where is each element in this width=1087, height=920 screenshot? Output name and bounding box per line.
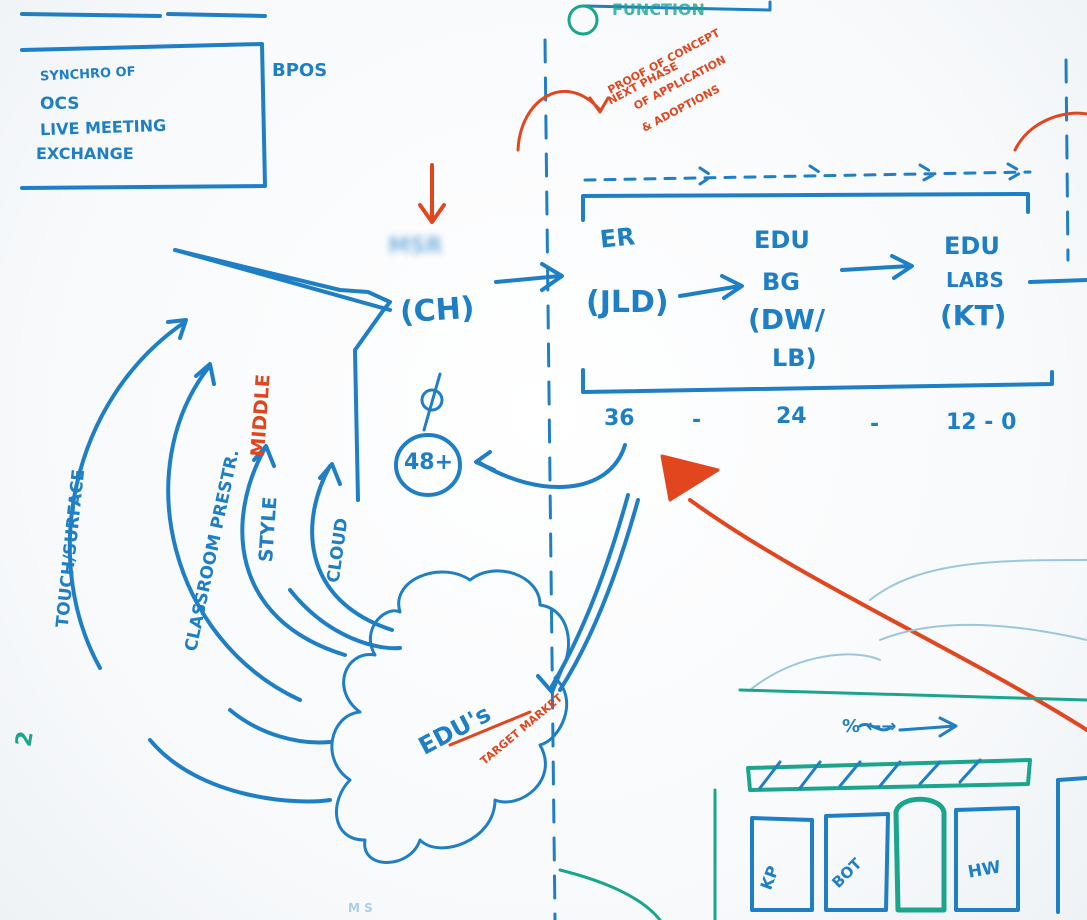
arc-classroom <box>166 362 302 702</box>
sketch-col-2 <box>824 812 890 912</box>
pipeline-2-mid: BG <box>762 268 800 296</box>
pipeline-bracket-top <box>581 192 1030 222</box>
top-left-box <box>20 12 267 18</box>
notes-side-label: BPOS <box>272 60 328 81</box>
arrow-labs-out <box>1028 278 1087 284</box>
sketch-frame <box>713 688 1087 920</box>
arrow-edu-bg-to-labs <box>840 254 914 280</box>
timeline-12-0: 12 - 0 <box>946 410 1017 435</box>
timeline-24: 24 <box>776 404 807 429</box>
sketch-col-5 <box>1056 776 1087 914</box>
arc-style <box>240 444 347 657</box>
arrow-timeline-to-circle <box>474 443 627 490</box>
red-triangle <box>660 454 720 502</box>
red-down-arrow <box>418 163 446 224</box>
phi-mark <box>420 372 444 432</box>
sketch-col-1 <box>750 816 814 912</box>
pipeline-2-code: (DW/ <box>748 303 826 336</box>
sketch-col-4 <box>954 806 1020 912</box>
pipeline-bracket-bottom <box>581 368 1054 394</box>
red-arc-left <box>516 90 610 152</box>
arc-inner <box>288 588 402 651</box>
cloud-underline <box>448 710 532 747</box>
count-label: 48+ <box>404 450 454 475</box>
header-circle-icon <box>567 4 599 36</box>
pipeline-3-mid: LABS <box>946 268 1004 292</box>
source-node-name: MSR <box>388 234 443 259</box>
notes-line-4: EXCHANGE <box>36 144 134 163</box>
arc-lower-2 <box>228 708 332 745</box>
label-style: STYLE <box>254 496 282 563</box>
sketch-top-bar-hatch <box>758 758 982 790</box>
dashed-flow-arrow <box>583 162 1032 186</box>
sketch-col-3 <box>893 796 947 913</box>
timeline-dash-2: - <box>870 412 880 437</box>
pipeline-2-extra: LB) <box>772 344 817 372</box>
sketch-top-bar <box>746 758 1032 792</box>
arc-touch-surface <box>67 318 188 670</box>
pipeline-1-top: ER <box>598 222 637 254</box>
source-node-code: (CH) <box>398 290 476 331</box>
edus-cloud <box>330 569 570 864</box>
notes-line-3: LIVE MEETING <box>39 115 167 140</box>
arc-cloud <box>310 462 394 632</box>
timeline-36: 36 <box>604 406 635 431</box>
arc-lower-1 <box>148 738 332 804</box>
arrow-er-to-edu-bg <box>678 274 744 300</box>
pipeline-1-code: (JLD) <box>586 285 669 320</box>
faint-sketch <box>749 559 1087 691</box>
notes-line-2: OCS <box>40 94 80 114</box>
count-circle <box>394 433 462 497</box>
wedge-shape <box>173 248 392 502</box>
red-arc-right <box>1013 111 1087 152</box>
divider-right <box>1064 58 1070 262</box>
arrow-msr-to-er <box>494 262 564 292</box>
sketch-top-arrow <box>858 716 958 738</box>
pipeline-3-code: (KT) <box>940 299 1007 332</box>
timeline-dash-1: - <box>692 408 702 433</box>
sketch-top-marks: % ←→ <box>842 716 897 737</box>
bottom-faint-text: M S <box>348 901 373 915</box>
pipeline-2-top: EDU <box>754 226 810 254</box>
pipeline-3-top: EDU <box>944 232 1000 260</box>
sketch-green-curve <box>558 868 662 920</box>
divider-left <box>543 38 557 920</box>
notes-box-outline <box>20 42 267 190</box>
header-box <box>583 0 772 12</box>
header-label: FUNCTION <box>612 0 705 19</box>
